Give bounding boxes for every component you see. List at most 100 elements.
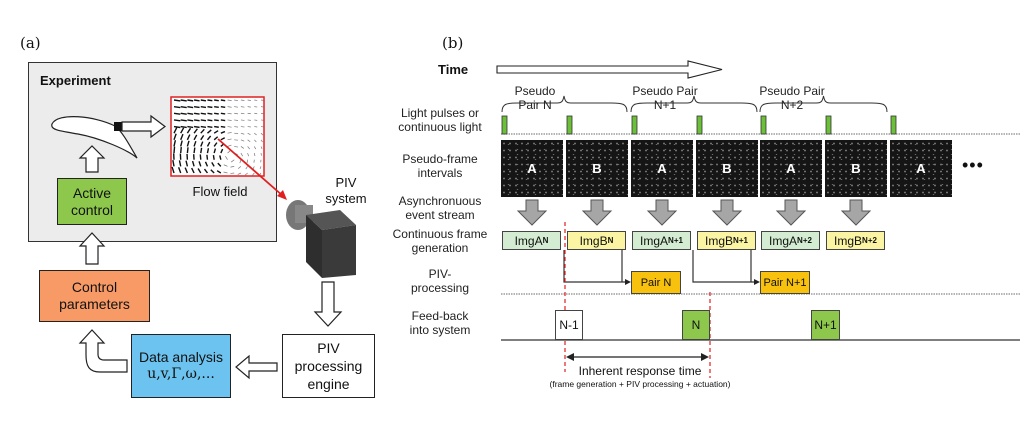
- flow-vector: [193, 147, 196, 154]
- up-arrow-active-to-airfoil: [78, 145, 106, 173]
- flow-vector: [234, 112, 239, 115]
- panel-a-label: (a): [20, 34, 41, 52]
- flow-vector: [186, 140, 190, 147]
- brace-pair-n: [501, 95, 628, 113]
- jet-arrow-icon: [121, 114, 166, 139]
- img-subscript: N+2: [862, 236, 877, 245]
- flow-vector: [227, 144, 232, 147]
- flow-vector: [240, 146, 245, 149]
- flow-vector: [204, 161, 209, 167]
- flow-vector: [180, 127, 185, 134]
- flow-vector: [247, 146, 250, 150]
- flow-vector: [206, 154, 209, 160]
- flow-vector: [216, 170, 222, 174]
- pseudo-pair-brace: [759, 95, 888, 113]
- flow-vector: [240, 106, 245, 108]
- flow-vector: [193, 134, 198, 141]
- flow-vector: [187, 105, 194, 109]
- flow-vector: [200, 141, 204, 147]
- flow-vector: [210, 169, 215, 174]
- flow-vector: [219, 155, 222, 160]
- row-label-gen-1: Continuous frame: [392, 227, 488, 241]
- flow-vector: [200, 125, 207, 129]
- feedback-n-box: N: [682, 310, 710, 340]
- flow-vector: [177, 167, 182, 174]
- img-base: ImgA: [769, 233, 798, 248]
- row-label-events: Asynchronuous event stream: [384, 194, 496, 222]
- flow-vector: [234, 119, 239, 121]
- pseudo-frame: A: [631, 140, 693, 197]
- flow-vector: [240, 152, 243, 157]
- flow-vector: [200, 135, 205, 141]
- flow-vector: [193, 105, 200, 109]
- flow-field-vectors: [171, 99, 264, 176]
- flow-vector: [200, 147, 203, 154]
- up-arrow-params-to-control: [78, 232, 106, 265]
- flow-vector: [171, 166, 175, 174]
- flow-vector: [187, 125, 194, 129]
- img-subscript: N+2: [797, 236, 812, 245]
- flow-vector: [239, 159, 242, 164]
- flow-vector: [246, 159, 248, 163]
- flow-vector: [220, 119, 226, 122]
- row-label-gen-2: generation: [411, 241, 469, 255]
- flow-vector: [187, 99, 194, 102]
- piv-engine-line3: engine: [307, 376, 350, 392]
- flow-vector: [247, 152, 249, 157]
- row-label-piv: PIV- processing: [384, 267, 496, 295]
- flow-vector: [227, 126, 232, 128]
- event-stream-arrow: [516, 199, 548, 226]
- flow-vector: [184, 167, 189, 174]
- flow-vector: [260, 139, 263, 143]
- img-base: ImgA: [640, 233, 669, 248]
- flow-vector: [179, 146, 182, 154]
- flow-vector: [193, 128, 198, 134]
- flow-vector: [186, 127, 192, 134]
- light-pulse: [501, 115, 508, 135]
- pair-n-arrowhead: [625, 279, 631, 285]
- flow-vector: [207, 105, 213, 109]
- flow-vector: [206, 148, 210, 154]
- time-arrow-icon: [496, 60, 723, 79]
- flow-vector: [230, 166, 235, 168]
- flow-vector: [173, 127, 178, 134]
- flow-vector: [206, 135, 212, 141]
- flow-vector: [214, 99, 219, 102]
- response-arrow-right-head: [701, 353, 709, 361]
- flow-vector: [220, 112, 226, 115]
- flow-vector: [207, 119, 213, 122]
- row-label-frames: Pseudo-frame intervals: [384, 152, 496, 180]
- flow-vector: [217, 162, 222, 167]
- flow-vector: [234, 106, 239, 108]
- row-label-events-2: event stream: [405, 208, 475, 222]
- red-arrow-line: [217, 138, 284, 197]
- flow-vector: [193, 99, 200, 102]
- flow-vector: [220, 130, 226, 134]
- row-label-generation: Continuous frame generation: [384, 227, 496, 255]
- flow-vector: [178, 160, 182, 167]
- data-analysis-box: Data analysis u,v,Γ,ω,...: [131, 334, 231, 398]
- flow-vector: [214, 125, 219, 128]
- flow-vector: [237, 166, 242, 169]
- flow-vector: [193, 140, 197, 147]
- flow-vector: [206, 141, 211, 147]
- flow-vector: [220, 148, 224, 154]
- piv-engine-line2: processing: [294, 358, 363, 374]
- row-label-light-2: continuous light: [398, 120, 482, 134]
- time-label: Time: [438, 62, 469, 77]
- pair-connectors: [563, 250, 757, 283]
- flow-vector: [207, 99, 213, 102]
- pseudo-pair-n-label: Pseudo Pair N: [514, 84, 556, 112]
- flow-vector: [213, 130, 219, 134]
- flow-vector: [220, 99, 226, 102]
- flow-vector: [240, 139, 245, 142]
- light-pulse: [825, 115, 832, 135]
- light-pulse: [566, 115, 573, 135]
- left-arrow-engine-to-analysis: [235, 354, 278, 380]
- response-time-label: Inherent response time: [578, 364, 702, 378]
